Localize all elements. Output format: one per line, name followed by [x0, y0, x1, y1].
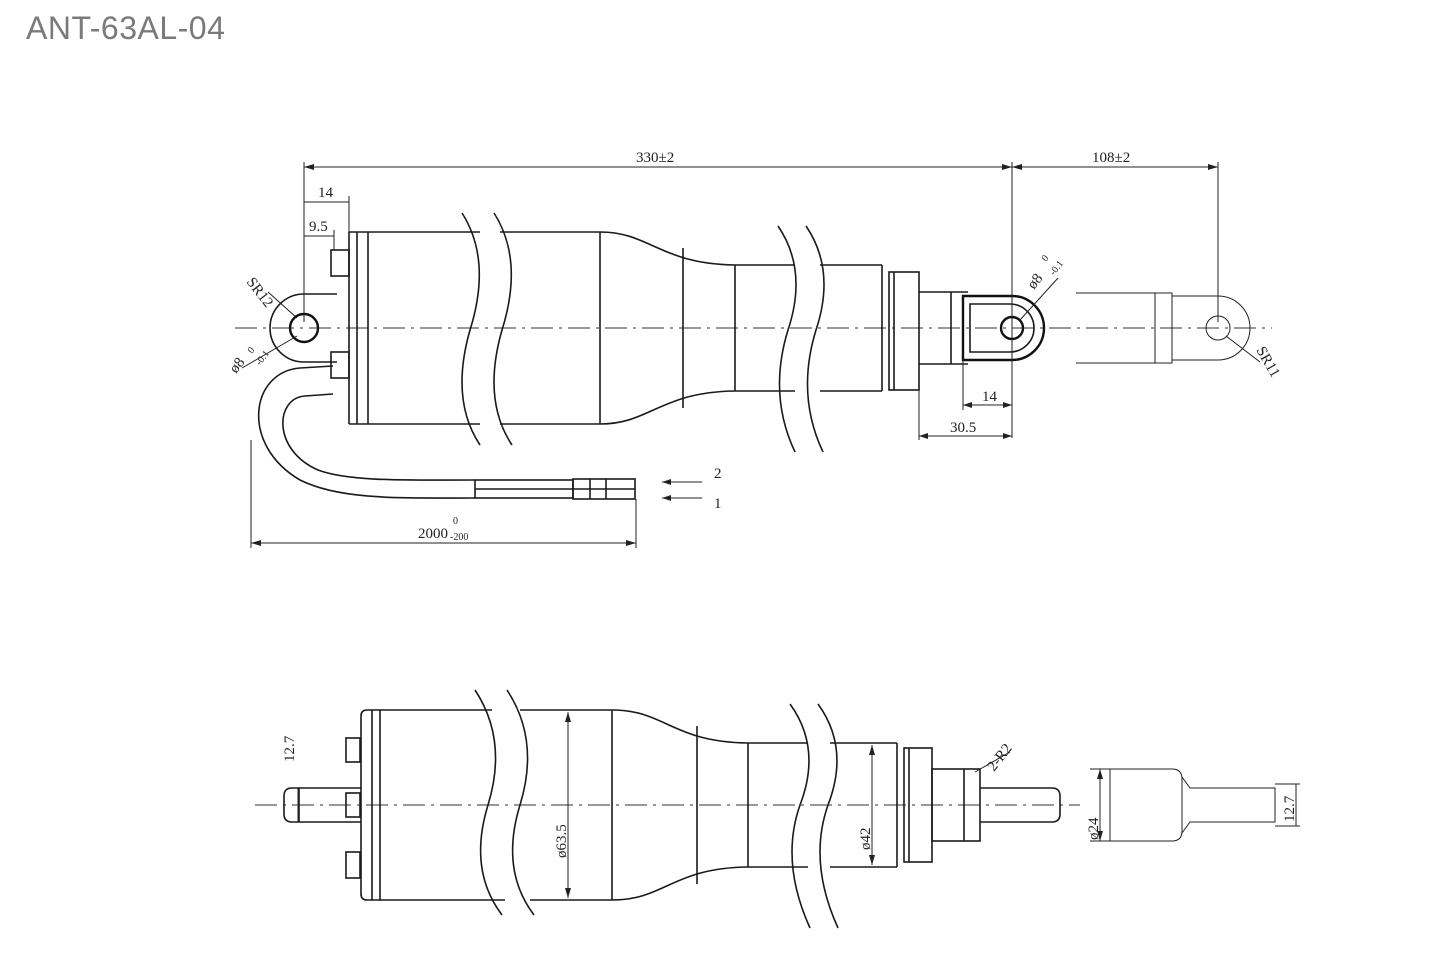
- dim-rear-hole: ø8: [227, 355, 249, 377]
- dim-rear-tab-width: 12.7: [282, 735, 298, 762]
- dim-front-30-5: 30.5: [950, 420, 976, 436]
- dim-cable-length: 2000: [418, 526, 448, 542]
- dim-rear-radius: SR12: [243, 275, 276, 311]
- dim-cable-tol-lower: -200: [450, 532, 468, 543]
- dim-cable-tol-upper: 0: [453, 516, 458, 527]
- dim-rear-14: 14: [318, 185, 334, 201]
- dim-front-hole-tol-lower: -0.1: [1048, 259, 1066, 278]
- dim-front-14: 14: [982, 389, 998, 405]
- dim-chamfer: 2-R2: [985, 741, 1016, 774]
- side-view: [255, 689, 1300, 929]
- dim-stroke: 108±2: [1092, 150, 1130, 166]
- dim-front-hole-tol-upper: 0: [1040, 253, 1052, 264]
- dim-front-hole: ø8: [1025, 271, 1047, 293]
- dim-rod-diameter: ø24: [1086, 817, 1102, 840]
- wire-label-2: 2: [714, 466, 722, 482]
- dim-rear-hole-tol-upper: 0: [246, 345, 258, 356]
- dim-front-radius: SR11: [1253, 344, 1283, 380]
- wire-label-1: 1: [714, 496, 722, 512]
- dim-neck-diameter: ø42: [858, 828, 874, 851]
- top-view: [235, 162, 1272, 548]
- dim-rear-9-5: 9.5: [309, 219, 328, 235]
- dim-body-diameter: ø63.5: [554, 824, 570, 858]
- model-title: ANT-63AL-04: [26, 10, 226, 46]
- dim-overall-length: 330±2: [636, 150, 674, 166]
- dim-front-tab-width: 12.7: [1282, 795, 1298, 822]
